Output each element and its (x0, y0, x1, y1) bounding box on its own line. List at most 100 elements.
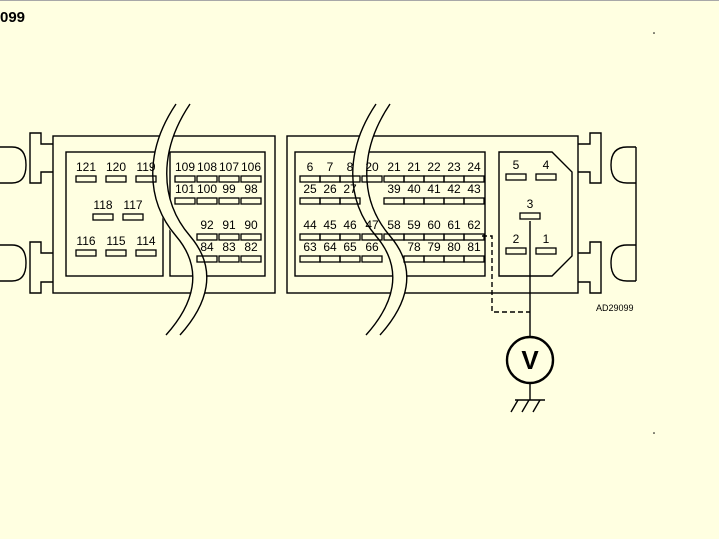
ground-hatch-2 (521, 399, 530, 413)
pin-8: 8 (339, 160, 361, 183)
pin-80: 80 (443, 240, 465, 263)
right-mount-ear-bottom (578, 241, 602, 294)
pin-slot (135, 249, 157, 257)
pin-2: 2 (505, 232, 527, 255)
right-clip-bottom (610, 244, 636, 282)
pin-90: 90 (240, 218, 262, 241)
pin-label: 118 (93, 198, 112, 212)
left-mount-ear-top (29, 132, 53, 184)
pin-84: 84 (196, 240, 218, 263)
probe-lead-pin62 (482, 235, 530, 313)
pin-label: 115 (106, 234, 125, 248)
pin-slot (361, 175, 383, 183)
pin-slot (174, 197, 196, 205)
pin-label: 119 (136, 160, 155, 174)
pin-label: 4 (543, 158, 550, 172)
pin-label: 7 (327, 160, 334, 174)
pin-label: 46 (343, 218, 357, 232)
pin-92: 92 (196, 218, 218, 241)
pin-slot (135, 175, 157, 183)
pin-46: 46 (339, 218, 361, 241)
pin-label: 79 (427, 240, 441, 254)
pin-slot (240, 255, 262, 263)
pin-label: 120 (106, 160, 126, 174)
pin-109: 109 (174, 160, 196, 183)
pin-1: 1 (535, 232, 557, 255)
pin-82: 82 (240, 240, 262, 263)
pin-label: 43 (467, 182, 481, 196)
pin-slot (240, 197, 262, 205)
pin-label: 78 (407, 240, 421, 254)
pin-label: 20 (365, 160, 379, 174)
pin-79: 79 (423, 240, 445, 263)
pin-43: 43 (463, 182, 485, 205)
pin-slot (463, 197, 485, 205)
pin-label: 21 (387, 160, 401, 174)
pin-slot (339, 175, 361, 183)
pin-41: 41 (423, 182, 445, 205)
pin-label: 45 (323, 218, 337, 232)
break-line-middle-b (366, 103, 408, 336)
left-clip-top (0, 146, 27, 184)
pin-27: 27 (339, 182, 361, 205)
pin-label: 106 (241, 160, 261, 174)
pin-label: 84 (200, 240, 214, 254)
pin-slot (240, 233, 262, 241)
pin-slot (443, 197, 465, 205)
pin-label: 47 (365, 218, 379, 232)
dot-bottom-right (653, 432, 655, 434)
pin-slot (423, 197, 445, 205)
pin-66: 66 (361, 240, 383, 263)
pin-slot (361, 233, 383, 241)
break-gap-middle (352, 100, 407, 340)
break-line-left-a (152, 103, 194, 336)
page-label: 099 (0, 9, 26, 26)
pin-label: 25 (303, 182, 317, 196)
break-line-middle-a (352, 103, 394, 336)
pin-slot (218, 197, 240, 205)
pin-label: 2 (513, 232, 520, 246)
pin-label: 109 (175, 160, 195, 174)
left-clip-bottom (0, 244, 27, 282)
right-clip-top (610, 146, 636, 184)
pin-label: 22 (427, 160, 441, 174)
pin-slot (196, 255, 218, 263)
pin-label: 6 (307, 160, 314, 174)
pin-116: 116 (75, 234, 97, 257)
pin-6: 6 (299, 160, 321, 183)
pin-label: 80 (447, 240, 461, 254)
pin-slot (361, 255, 383, 263)
pin-label: 99 (222, 182, 236, 196)
pin-slot (383, 197, 405, 205)
pin-label: 90 (244, 218, 258, 232)
pin-slot (463, 233, 485, 241)
pin-119: 119 (135, 160, 157, 183)
pin-label: 59 (407, 218, 421, 232)
pin-120: 120 (105, 160, 127, 183)
pin-101: 101 (174, 182, 196, 205)
pin-91: 91 (218, 218, 240, 241)
pin-slot (463, 255, 485, 263)
pin-label: 58 (387, 218, 401, 232)
pin-label: 66 (365, 240, 379, 254)
ground-hatch-1 (510, 399, 519, 413)
pin-40: 40 (403, 182, 425, 205)
pin-label: 23 (447, 160, 461, 174)
pin-slot (505, 247, 527, 255)
pin-22: 22 (423, 160, 445, 183)
pin-label: 65 (343, 240, 357, 254)
pin-label: 107 (219, 160, 239, 174)
pin-98: 98 (240, 182, 262, 205)
pin-label: 42 (447, 182, 461, 196)
pin-label: 63 (303, 240, 317, 254)
pin-slot (299, 197, 321, 205)
pin-39: 39 (383, 182, 405, 205)
pin-label: 91 (222, 218, 236, 232)
pin-114: 114 (135, 234, 157, 257)
pin-label: 24 (467, 160, 481, 174)
pin-108: 108 (196, 160, 218, 183)
break-gap-left (152, 100, 207, 340)
left-mount-ear-bottom (29, 241, 53, 294)
pin-label: 82 (244, 240, 258, 254)
